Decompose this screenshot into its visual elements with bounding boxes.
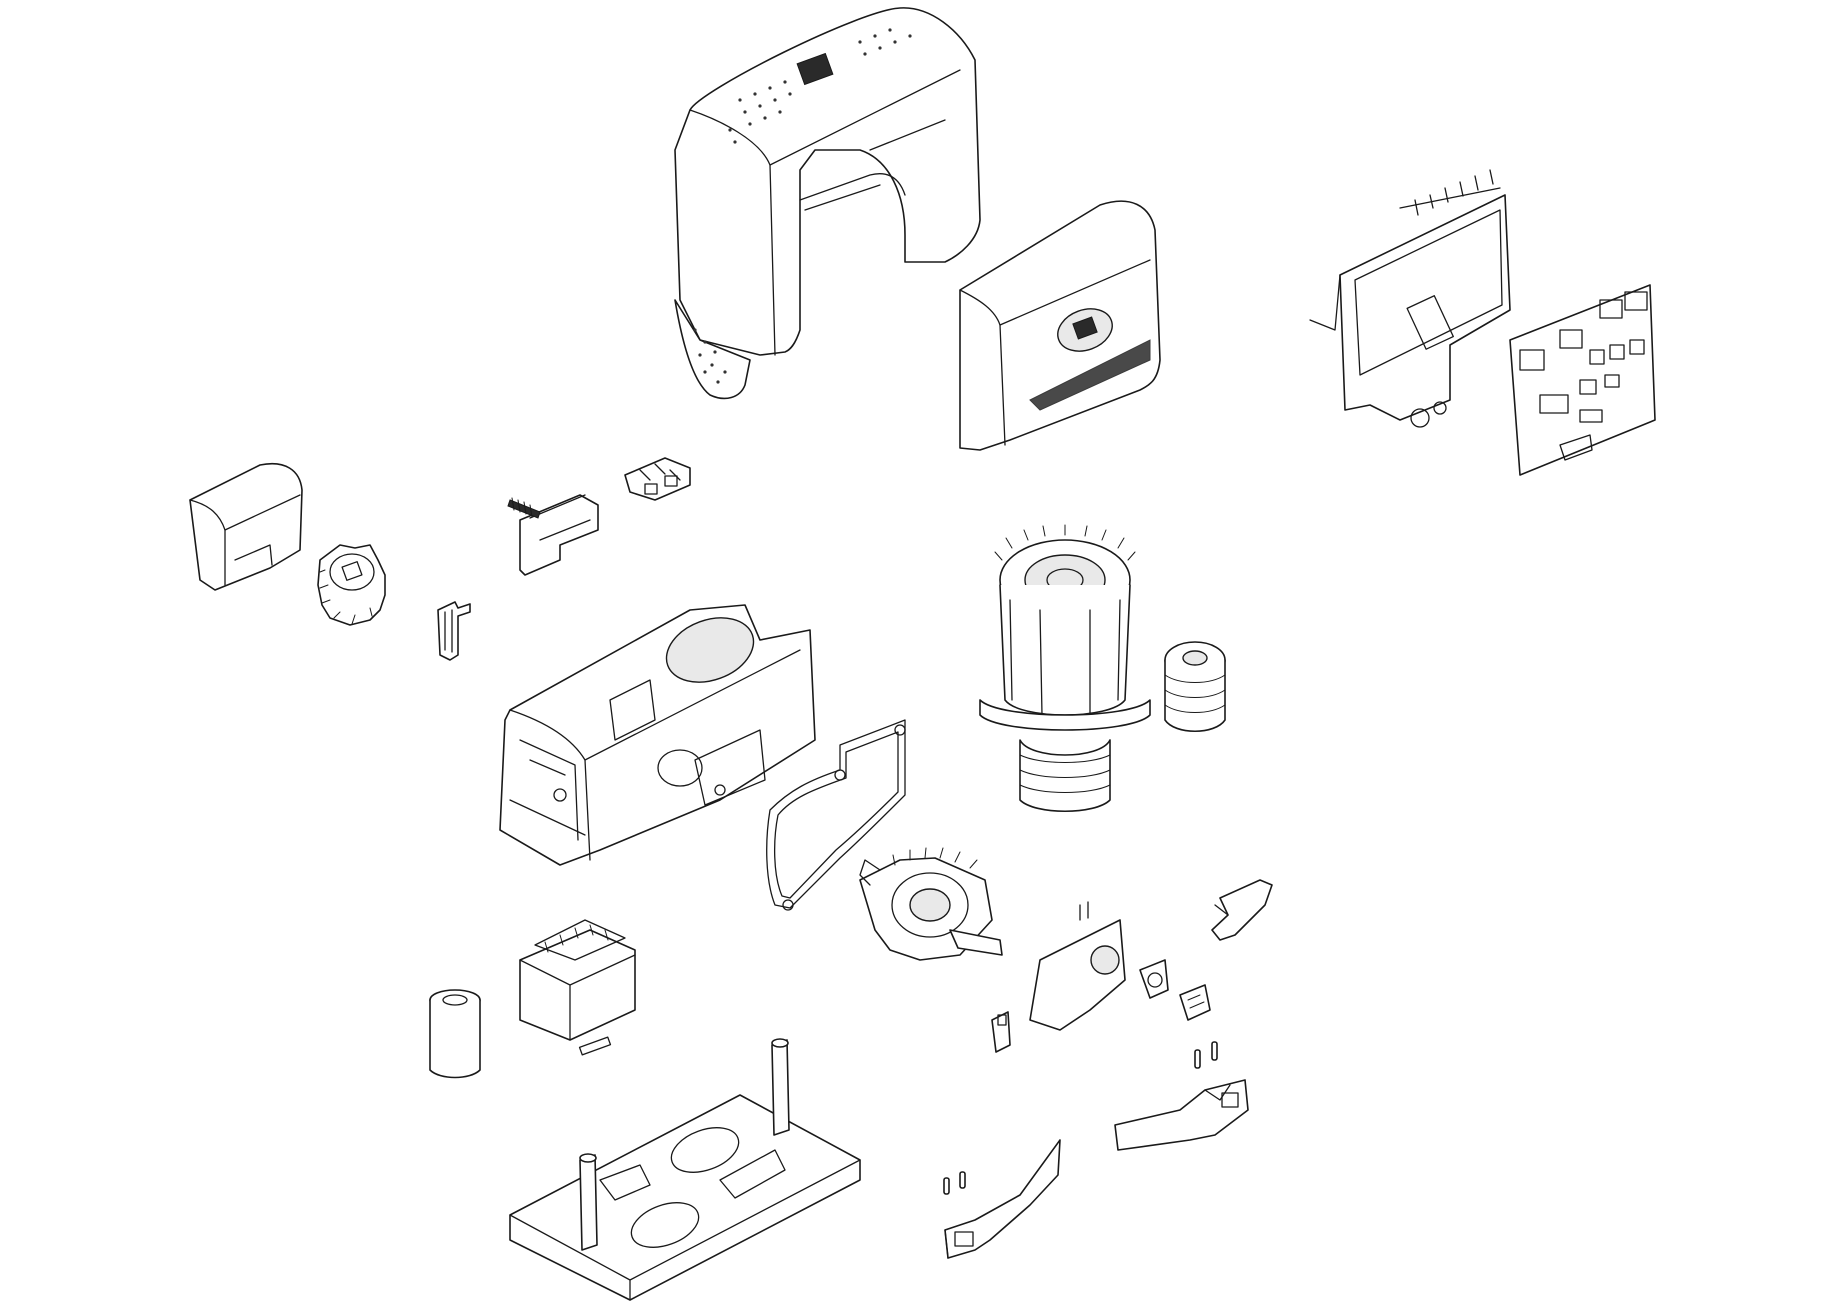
electric-motor bbox=[979, 524, 1151, 812]
worm-gear bbox=[859, 847, 1003, 961]
control-panel-cover bbox=[959, 200, 1161, 451]
gearbox-housing bbox=[499, 604, 816, 866]
motor-pulley bbox=[1164, 641, 1226, 732]
control-board bbox=[1509, 284, 1656, 476]
limit-switch-cam-right bbox=[1114, 1079, 1249, 1151]
cover-vent-holes bbox=[693, 28, 912, 384]
terminal-connector bbox=[624, 457, 691, 501]
mounting-base-plate bbox=[509, 1038, 861, 1301]
transformer bbox=[519, 919, 636, 1056]
limit-switch-spring bbox=[437, 601, 471, 661]
gasket bbox=[766, 719, 906, 911]
release-lever-assembly bbox=[507, 494, 599, 576]
pinion-guard bbox=[189, 463, 303, 591]
control-board-bracket bbox=[1309, 169, 1511, 428]
release-knob bbox=[1211, 879, 1273, 941]
fixing-pins bbox=[943, 1041, 1218, 1195]
drive-pinion bbox=[317, 544, 386, 626]
release-key bbox=[1139, 959, 1211, 1021]
limit-switch-cam-left bbox=[944, 1139, 1061, 1259]
main-cover bbox=[674, 7, 981, 400]
limit-switch-bracket bbox=[991, 901, 1126, 1053]
capacitor bbox=[429, 989, 481, 1079]
